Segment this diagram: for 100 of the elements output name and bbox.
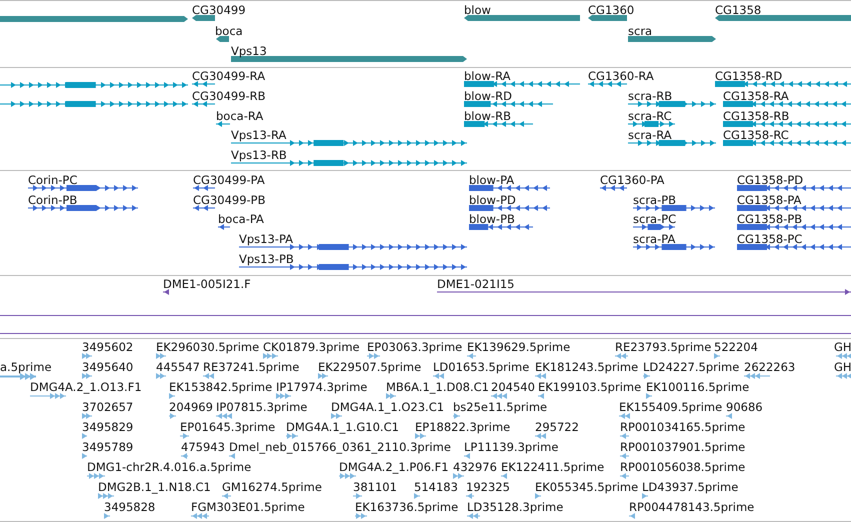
est-label: DMG4A.1_1.O23.C1 xyxy=(331,400,444,414)
est-label: 295722 xyxy=(535,420,579,434)
est-label: GM16274.5prime xyxy=(222,480,322,494)
protein-label: scra-PA xyxy=(633,232,676,246)
est-label: EK100116.5prime xyxy=(646,380,750,394)
est-label: 381101 xyxy=(353,480,397,494)
est-label: IP17974.3prime xyxy=(276,380,368,394)
est-label: 3495789 xyxy=(82,440,134,454)
protein-label: Vps13-PA xyxy=(239,232,294,246)
est-label: Dmel_neb_015766_0361_2110.3prime xyxy=(229,440,451,454)
transcript-label: CG30499-RA xyxy=(192,69,266,83)
transcript-label: boca-RA xyxy=(216,109,264,123)
protein-label: boca-PA xyxy=(218,212,264,226)
est-label: EK163736.5prime xyxy=(355,500,458,514)
est-label: 90686 xyxy=(726,400,763,414)
transcript-label: scra-RA xyxy=(628,128,672,142)
est-label: DMG2B.1_1.N18.C1 xyxy=(98,480,211,494)
est-label: 3702657 xyxy=(82,400,134,414)
est-label: LD43937.5prime xyxy=(642,480,738,494)
protein-label: Corin-PB xyxy=(28,193,78,207)
gene-label: CG1358 xyxy=(715,3,762,17)
est-label: FGM303E01.5prime xyxy=(191,500,305,514)
transcript-label: blow-RB xyxy=(464,109,511,123)
transcript-label: blow-RA xyxy=(464,69,510,83)
transcript-label: CG1358-RA xyxy=(723,89,789,103)
transcript-label: scra-RC xyxy=(628,109,672,123)
protein-label: CG1358-PA xyxy=(737,193,802,207)
est-label: EP01645.3prime xyxy=(180,420,276,434)
est-label: a.5prime xyxy=(0,360,52,374)
gene-label: boca xyxy=(215,24,243,38)
protein-label: Corin-PC xyxy=(28,173,78,187)
est-label: RP001056038.5prime xyxy=(620,460,746,474)
est-label: DMG1-chr2R.4.016.a.5prime xyxy=(87,460,252,474)
est-label: EK153842.5prime xyxy=(169,380,272,394)
est-label: 445547 xyxy=(156,360,200,374)
transcript-label: blow-RD xyxy=(464,89,512,103)
gene-label: scra xyxy=(628,24,652,38)
est-label: EK155409.5prime xyxy=(619,400,722,414)
est-label: EK296030.5prime xyxy=(156,340,260,354)
transcript-label: Vps13-RA xyxy=(231,128,286,142)
est-label: DMG4A.1_1.G10.C1 xyxy=(286,420,399,434)
est-label: EK055345.5prime xyxy=(535,480,638,494)
est-label: LD35128.3prime xyxy=(467,500,564,514)
est-label: LD24227.5prime xyxy=(643,360,740,374)
est-label: IP07815.3prime xyxy=(216,400,308,414)
protein-label: CG30499-PA xyxy=(193,173,265,187)
transcript-label: scra-RB xyxy=(628,89,672,103)
est-label: EK199103.5prime xyxy=(538,380,642,394)
protein-label: CG1358-PB xyxy=(737,212,802,226)
est-label: RP001037901.5prime xyxy=(620,440,746,454)
est-label: bs25e11.5prime xyxy=(453,400,548,414)
protein-label: Vps13-PB xyxy=(239,252,294,266)
est-label: 204969 xyxy=(169,400,213,414)
est-label: DMG4A.2_1.P06.F1 xyxy=(339,460,449,474)
gene-label: CG30499 xyxy=(192,3,246,17)
clone-label: DME1-005I21.F xyxy=(163,277,251,291)
transcript-label: CG30499-RB xyxy=(192,89,266,103)
est-label: GH xyxy=(834,340,851,354)
gene-label: Vps13 xyxy=(231,44,267,58)
gene-label: blow xyxy=(464,3,491,17)
est-label: RP001034165.5prime xyxy=(620,420,746,434)
est-label: 3495828 xyxy=(104,500,156,514)
protein-label: CG1360-PA xyxy=(600,173,664,187)
est-label: EP03063.3prime xyxy=(367,340,462,354)
est-label: DMG4A.2_1.O13.F1 xyxy=(30,380,142,394)
est-label: GH xyxy=(834,360,851,374)
transcript-label: CG1360-RA xyxy=(588,69,654,83)
protein-label: CG1358-PC xyxy=(737,232,802,246)
protein-label: blow-PA xyxy=(469,173,514,187)
est-label: 192325 xyxy=(466,480,510,494)
est-label: LP11139.3prime xyxy=(464,440,558,454)
protein-label: blow-PB xyxy=(469,212,515,226)
est-label: EK122411.5prime xyxy=(501,460,604,474)
transcript-label: Vps13-RB xyxy=(231,148,287,162)
est-label: 3495640 xyxy=(82,360,134,374)
est-label: 2622263 xyxy=(744,360,796,374)
est-label: 522204 xyxy=(714,340,758,354)
protein-label: blow-PD xyxy=(469,193,516,207)
protein-label: CG1358-PD xyxy=(737,173,804,187)
est-label: LD01653.5prime xyxy=(433,360,530,374)
est-label: 3495602 xyxy=(82,340,134,354)
protein-label: scra-PB xyxy=(633,193,676,207)
est-label: 204540 xyxy=(491,380,535,394)
protein-label: CG30499-PB xyxy=(193,193,266,207)
protein-label: scra-PC xyxy=(633,212,676,226)
est-label: EK139629.5prime xyxy=(467,340,570,354)
est-label: CK01879.3prime xyxy=(263,340,360,354)
est-label: RE23793.5prime xyxy=(615,340,712,354)
clone-label: DME1-021I15 xyxy=(437,277,514,291)
gene-label: CG1360 xyxy=(588,3,634,17)
est-label: RE37241.5prime xyxy=(203,360,300,374)
transcript-label: CG1358-RC xyxy=(723,128,789,142)
est-label: 3495829 xyxy=(82,420,134,434)
est-label: EK229507.5prime xyxy=(318,360,422,374)
est-label: RP004478143.5prime xyxy=(629,500,754,514)
est-label: 514183 xyxy=(414,480,458,494)
est-label: EP18822.3prime xyxy=(415,420,510,434)
est-label: 432976 xyxy=(453,460,497,474)
est-label: 475943 xyxy=(181,440,225,454)
est-label: EK181243.5prime xyxy=(535,360,638,374)
